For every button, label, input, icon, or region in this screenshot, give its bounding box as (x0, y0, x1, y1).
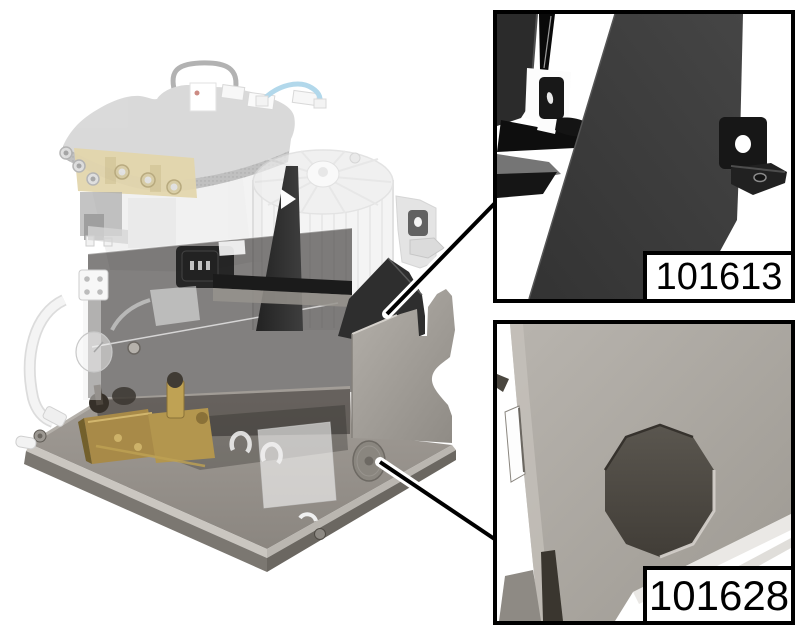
left-ghost-parts (15, 269, 113, 450)
panel-hole (605, 425, 714, 557)
part-number-label-101628: 101628 (643, 566, 791, 621)
brass-valves (78, 372, 215, 468)
screw (127, 341, 141, 355)
brass-manifold (59, 146, 197, 198)
dark-housing (87, 227, 353, 398)
base-tray (24, 372, 456, 572)
callout-line-101628 (378, 460, 498, 542)
ghost-bracket-right (395, 195, 445, 269)
cross-bar (213, 274, 352, 307)
side-panel (351, 289, 455, 482)
handle-loop (170, 60, 239, 99)
detail-box-101628: 101628 (493, 320, 795, 625)
red-mark (194, 90, 200, 96)
part-number-label-101613: 101613 (643, 251, 791, 299)
detail-101613-drawing (497, 14, 787, 299)
callout-lines (375, 196, 502, 545)
callout-line-101613 (385, 199, 499, 316)
detail-box-101613: 101613 (493, 10, 795, 303)
